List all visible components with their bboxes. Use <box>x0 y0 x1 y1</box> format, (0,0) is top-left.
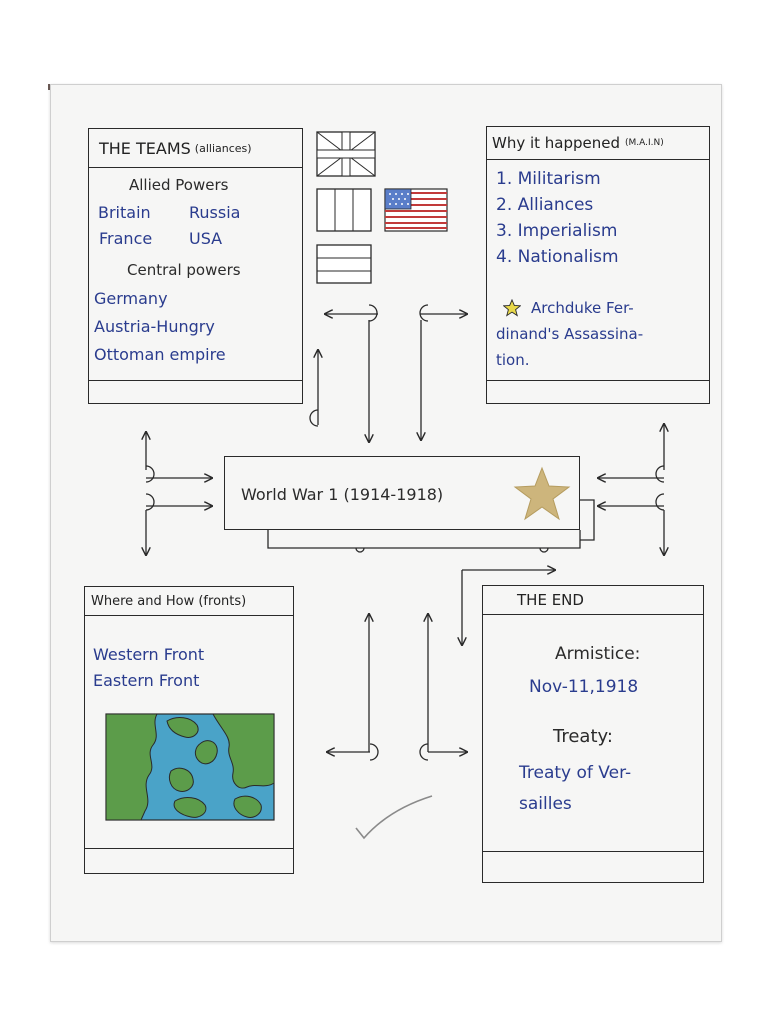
central-ottoman-empire: Ottoman empire <box>94 345 226 364</box>
allied-russia: Russia <box>189 203 241 222</box>
cause-imperialism: 3. Imperialism <box>496 221 618 241</box>
armistice-date: Nov-11,1918 <box>529 677 639 697</box>
usa-flag-icon <box>384 188 448 232</box>
treaty-line-2: sailles <box>519 794 572 814</box>
trigger-line-3: tion. <box>496 351 530 369</box>
french-flag-icon <box>316 188 372 232</box>
teams-title: THE TEAMS <box>99 138 191 158</box>
center-box: World War 1 (1914-1918) <box>224 456 580 530</box>
why-heading: Why it happened (M.A.I.N) <box>487 127 709 160</box>
teams-box: THE TEAMS (alliances) Allied Powers Brit… <box>88 128 303 404</box>
why-box: Why it happened (M.A.I.N) 1. Militarism … <box>486 126 710 404</box>
treaty-line-1: Treaty of Ver- <box>519 763 632 783</box>
end-footer-line <box>483 851 703 852</box>
checkmark-icon <box>355 795 433 840</box>
union-jack-flag-icon <box>316 131 376 177</box>
armistice-label: Armistice: <box>555 644 641 664</box>
allied-usa: USA <box>189 229 223 248</box>
allied-britain: Britain <box>98 203 151 222</box>
front-eastern: Eastern Front <box>93 671 200 690</box>
why-title: Why it happened <box>492 134 621 152</box>
cause-militarism: 1. Militarism <box>496 169 601 189</box>
cause-alliances: 2. Alliances <box>496 195 594 215</box>
center-title: World War 1 (1914-1918) <box>241 485 444 504</box>
central-austria-hungry: Austria-Hungry <box>94 317 215 336</box>
teams-footer-line <box>89 380 302 381</box>
end-heading: THE END <box>483 586 703 615</box>
map-icon <box>105 713 275 821</box>
allied-powers-label: Allied Powers <box>129 176 229 194</box>
fronts-footer-line <box>85 848 293 849</box>
teams-heading: THE TEAMS (alliances) <box>89 129 302 168</box>
treaty-label: Treaty: <box>553 726 613 747</box>
end-title: THE END <box>517 591 584 609</box>
teams-title-note: (alliances) <box>194 141 252 155</box>
russian-flag-icon <box>316 244 372 284</box>
allied-france: France <box>99 229 153 248</box>
cause-nationalism: 4. Nationalism <box>496 247 619 267</box>
central-powers-label: Central powers <box>127 261 241 279</box>
end-box: THE END Armistice: Nov-11,1918 Treaty: T… <box>482 585 704 883</box>
gold-star-icon <box>513 466 571 521</box>
fronts-heading: Where and How (fronts) <box>85 587 293 616</box>
trigger-line-2: dinand's Assassina- <box>496 325 644 343</box>
why-footer-line <box>487 380 709 381</box>
central-germany: Germany <box>94 289 168 308</box>
front-western: Western Front <box>93 645 205 664</box>
small-star-icon <box>503 299 521 317</box>
fronts-title: Where and How (fronts) <box>91 593 247 609</box>
why-title-note: (M.A.I.N) <box>625 138 664 148</box>
trigger-line-1: Archduke Fer- <box>531 299 634 317</box>
fronts-box: Where and How (fronts) Western Front Eas… <box>84 586 294 874</box>
